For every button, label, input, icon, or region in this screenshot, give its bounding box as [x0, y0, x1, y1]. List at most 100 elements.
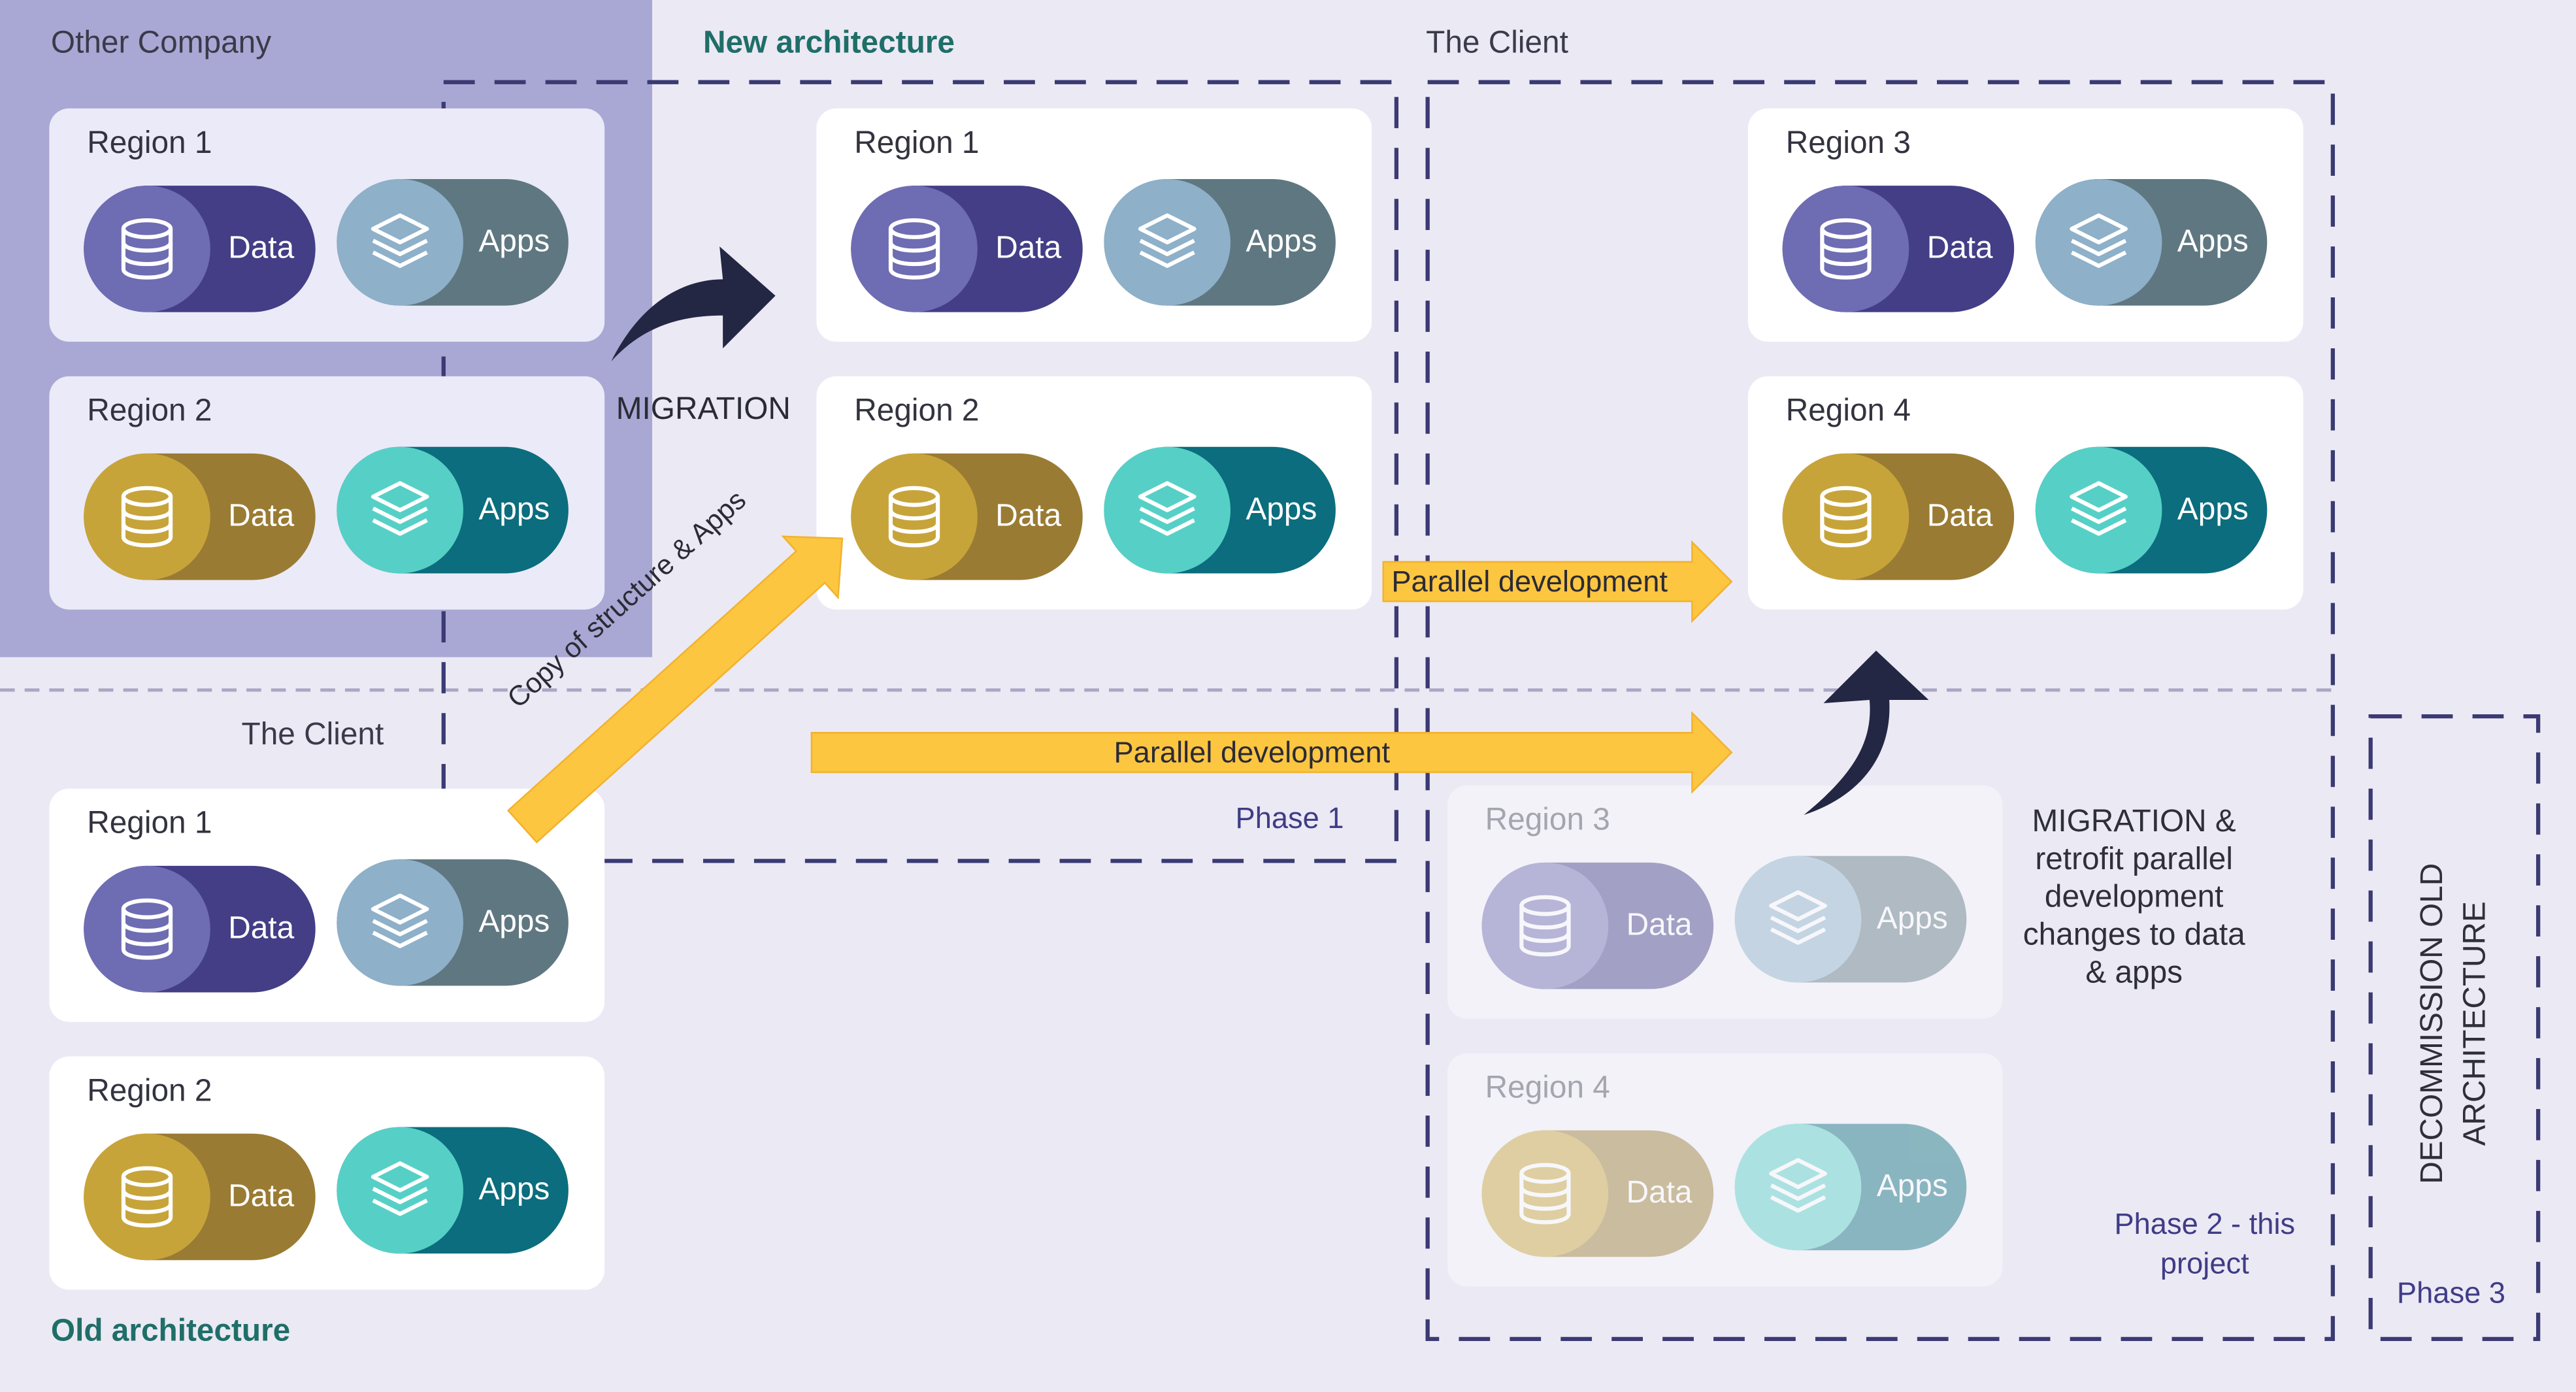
parallel-dev-lower-label: Parallel development: [1114, 736, 1391, 769]
apps-pill-label: Apps: [478, 225, 550, 260]
apps-pill-label: Apps: [1876, 1169, 1948, 1204]
apps-pill: Apps: [337, 1127, 569, 1254]
database-icon: [1782, 186, 1909, 312]
region-title: Region 1: [87, 806, 212, 842]
layers-icon: [2035, 446, 2162, 574]
data-pill-label: Data: [995, 499, 1062, 535]
data-pill-label: Data: [1926, 231, 1993, 267]
apps-pill: Apps: [337, 179, 569, 306]
apps-pill-label: Apps: [478, 905, 550, 940]
data-pill: Data: [84, 453, 316, 580]
apps-pill-label: Apps: [2177, 493, 2249, 527]
data-pill-label: Data: [1926, 499, 1993, 535]
data-pill: Data: [1481, 862, 1714, 989]
data-pill: Data: [84, 865, 316, 993]
region-card: Region 4 Data Apps: [1747, 376, 2304, 610]
data-pill-label: Data: [228, 231, 295, 267]
region-title: Region 4: [1785, 394, 1911, 429]
copy-structure-arrow: [506, 535, 844, 844]
data-pill-label: Data: [995, 231, 1062, 267]
apps-pill: Apps: [2035, 179, 2268, 306]
region-title: Region 2: [854, 394, 980, 429]
layers-icon: [1734, 1123, 1862, 1251]
layers-icon: [337, 446, 463, 574]
migration-bottom-arrow: [1804, 650, 1929, 815]
apps-pill-label: Apps: [2177, 225, 2249, 260]
phase2-label: Phase 2 - this project: [2114, 1207, 2296, 1280]
region-title: Region 4: [1485, 1071, 1610, 1106]
apps-pill-label: Apps: [1246, 225, 1317, 260]
phase1-label: Phase 1: [1235, 801, 1344, 835]
database-icon: [84, 1133, 210, 1261]
parallel-dev-lower-arrow: [810, 711, 1733, 794]
other-company-label: Other Company: [50, 26, 272, 61]
apps-pill: Apps: [337, 446, 569, 574]
apps-pill: Apps: [1104, 179, 1336, 306]
phase3-box: [2368, 714, 2541, 1342]
layers-icon: [1104, 446, 1230, 574]
region-card: Region 1 Data Apps: [49, 108, 605, 342]
apps-pill: Apps: [2035, 446, 2268, 574]
data-pill: Data: [1481, 1130, 1714, 1257]
region-title: Region 2: [87, 394, 212, 429]
data-pill-label: Data: [228, 499, 295, 535]
data-pill: Data: [84, 186, 316, 312]
database-icon: [84, 186, 210, 312]
database-icon: [1782, 453, 1909, 580]
layers-icon: [337, 179, 463, 306]
old-architecture-label: Old architecture: [50, 1314, 291, 1349]
region-card: Region 3 Data Apps: [1747, 108, 2304, 342]
database-icon: [851, 453, 978, 580]
parallel-dev-upper-arrow: [1382, 540, 1733, 623]
migration-retrofit-label: MIGRATION & retrofit parallel developmen…: [2023, 804, 2245, 991]
data-pill-label: Data: [228, 1180, 295, 1214]
new-architecture-label: New architecture: [702, 26, 955, 61]
migration-top-arrow: [611, 246, 776, 362]
apps-pill: Apps: [1734, 855, 1967, 983]
region-card: Region 2 Data Apps: [816, 376, 1372, 610]
apps-pill-label: Apps: [1876, 902, 1948, 936]
region-card: Region 2 Data Apps: [49, 1056, 605, 1290]
region-title: Region 3: [1485, 803, 1610, 838]
region-card: Region 3 Data Apps: [1447, 785, 2003, 1019]
layers-icon: [2035, 179, 2162, 306]
region-title: Region 1: [87, 126, 212, 161]
apps-pill-label: Apps: [478, 493, 550, 527]
apps-pill-label: Apps: [1246, 493, 1317, 527]
apps-pill-label: Apps: [478, 1172, 550, 1208]
data-pill: Data: [1782, 186, 2015, 312]
database-icon: [1481, 1130, 1609, 1257]
region-title: Region 2: [87, 1074, 212, 1109]
region-card: Region 4 Data Apps: [1447, 1053, 2003, 1287]
database-icon: [84, 453, 210, 580]
layers-icon: [337, 1127, 463, 1254]
data-pill: Data: [851, 186, 1083, 312]
region-title: Region 1: [854, 126, 980, 161]
data-pill: Data: [1782, 453, 2015, 580]
region-card: Region 1 Data Apps: [49, 788, 605, 1022]
data-pill: Data: [84, 1133, 316, 1261]
phase2-box: [1425, 80, 2336, 1342]
apps-pill: Apps: [1734, 1123, 1967, 1251]
layers-icon: [1104, 179, 1230, 306]
client-top-label: The Client: [1426, 26, 1568, 61]
data-pill-label: Data: [228, 912, 295, 947]
phase3-label: Phase 3: [2396, 1276, 2506, 1310]
data-pill-label: Data: [1626, 908, 1693, 944]
migration-label: MIGRATION: [616, 392, 791, 427]
layers-icon: [337, 859, 463, 986]
database-icon: [1481, 862, 1609, 989]
layers-icon: [1734, 855, 1862, 983]
region-card: Region 1 Data Apps: [816, 108, 1372, 342]
region-title: Region 3: [1785, 126, 1911, 161]
decommission-label: DECOMMISSION OLD ARCHITECTURE: [2415, 863, 2493, 1184]
database-icon: [84, 865, 210, 993]
data-pill-label: Data: [1626, 1176, 1693, 1211]
data-pill: Data: [851, 453, 1083, 580]
apps-pill: Apps: [1104, 446, 1336, 574]
apps-pill: Apps: [337, 859, 569, 986]
database-icon: [851, 186, 978, 312]
client-bottom-label: The Client: [241, 718, 384, 753]
